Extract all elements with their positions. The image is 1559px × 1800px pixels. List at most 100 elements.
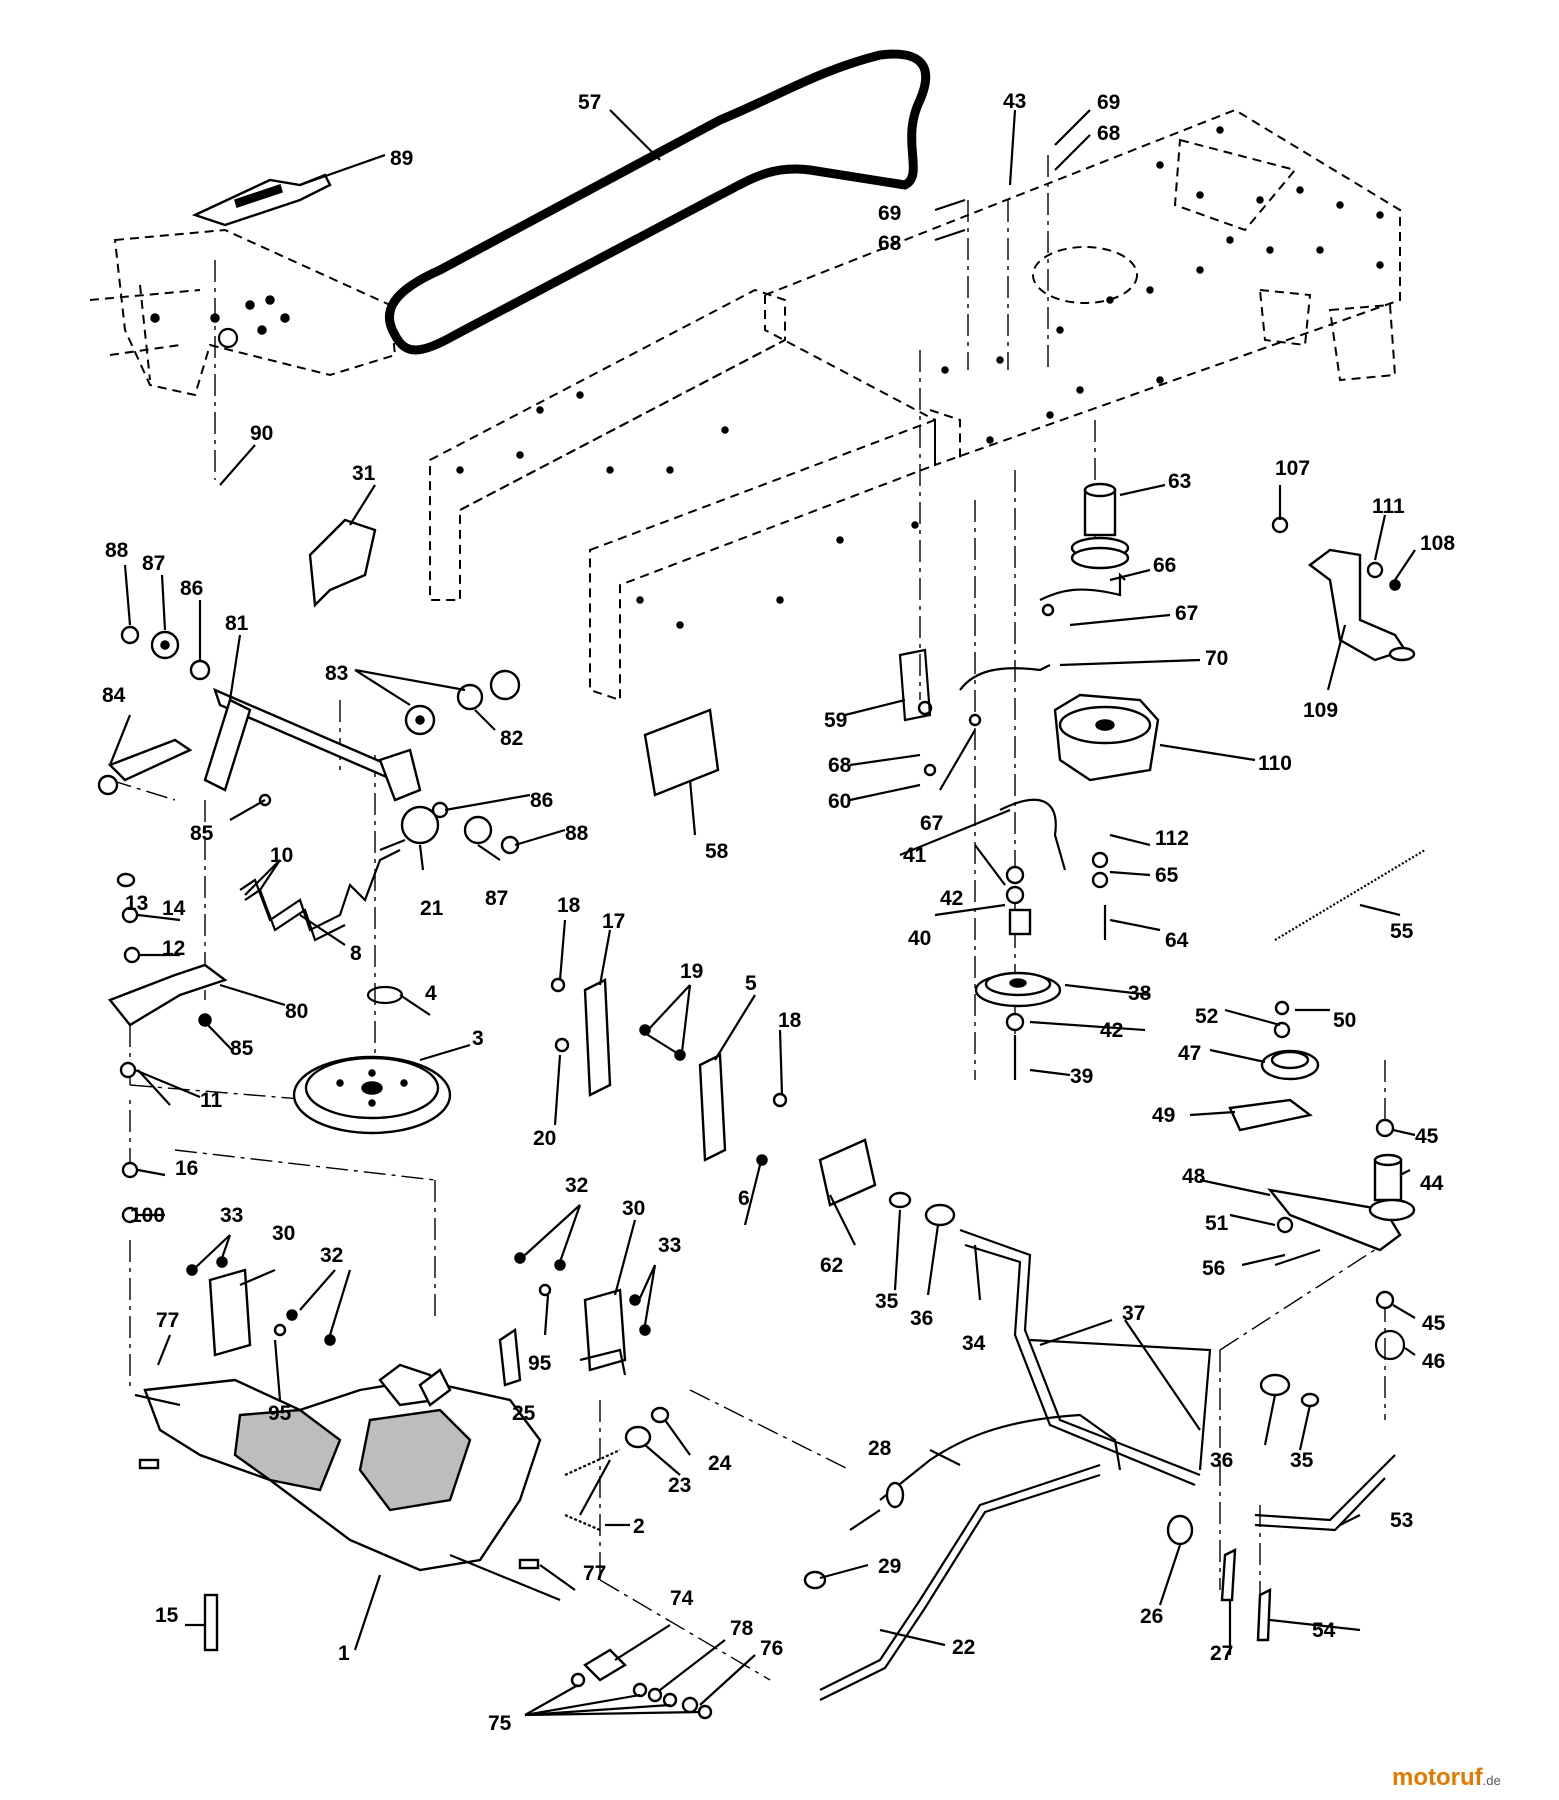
brake-linkage	[97, 625, 521, 855]
callout-35-right: 35	[1290, 1449, 1314, 1472]
callout-85-upper: 85	[190, 822, 214, 845]
callout-62: 62	[820, 1254, 843, 1277]
callout-87-right: 87	[485, 887, 508, 910]
callout-108: 108	[1420, 532, 1455, 555]
callout-32-left: 32	[320, 1244, 343, 1267]
pedal-shaft	[818, 1138, 1320, 1546]
callout-21: 21	[420, 897, 444, 920]
callout-100: 100	[130, 1204, 165, 1227]
callout-45-upper: 45	[1415, 1125, 1439, 1148]
bracket-31	[308, 518, 377, 608]
callout-13: 13	[125, 892, 148, 915]
callout-107: 107	[1275, 457, 1310, 480]
callout-77-upper: 77	[156, 1309, 179, 1332]
control-rods	[803, 1413, 1396, 1701]
drive-belt	[384, 49, 931, 355]
callout-58: 58	[705, 840, 729, 863]
callout-69-lower: 69	[878, 202, 901, 225]
callout-75: 75	[488, 1712, 512, 1735]
callout-111: 111	[1372, 495, 1405, 518]
callout-90: 90	[250, 422, 273, 445]
callout-67-lower: 67	[920, 812, 943, 835]
callout-80: 80	[285, 1000, 308, 1023]
callout-60: 60	[828, 790, 851, 813]
callout-82: 82	[500, 727, 523, 750]
callout-95-right: 95	[528, 1352, 552, 1375]
callout-12: 12	[162, 937, 185, 960]
callout-45-lower: 45	[1422, 1312, 1446, 1335]
callout-59: 59	[824, 709, 847, 732]
watermark: motoruf.de	[1392, 1764, 1501, 1791]
callout-69-upper: 69	[1097, 91, 1120, 114]
callout-31: 31	[352, 462, 376, 485]
idler-arm	[1228, 1000, 1416, 1361]
callout-77-lower: 77	[583, 1562, 606, 1585]
callout-10: 10	[270, 844, 293, 867]
callout-68-upper: 68	[1097, 122, 1121, 145]
callout-33-left: 33	[220, 1204, 243, 1227]
callout-87-left: 87	[142, 552, 165, 575]
callout-22: 22	[952, 1636, 975, 1659]
callout-42-lower: 42	[1100, 1019, 1123, 1042]
callout-70: 70	[1205, 647, 1228, 670]
callout-50: 50	[1333, 1009, 1356, 1032]
callout-74: 74	[670, 1587, 694, 1610]
callout-5: 5	[745, 972, 757, 995]
callout-89: 89	[390, 147, 413, 170]
callout-44: 44	[1420, 1172, 1444, 1195]
callout-86-left: 86	[180, 577, 203, 600]
watermark-suffix: .de	[1483, 1773, 1501, 1788]
callout-34: 34	[962, 1332, 986, 1355]
callout-33-right: 33	[658, 1234, 681, 1257]
callout-88-left: 88	[105, 539, 129, 562]
callout-18-left: 18	[557, 894, 581, 917]
callout-88-right: 88	[565, 822, 589, 845]
callout-2: 2	[633, 1515, 645, 1538]
callout-40: 40	[908, 927, 931, 950]
callout-66: 66	[1153, 554, 1176, 577]
callout-11: 11	[200, 1089, 223, 1112]
watermark-brand: motoruf	[1392, 1764, 1484, 1791]
callout-54: 54	[1312, 1619, 1336, 1642]
callout-112: 112	[1155, 827, 1189, 850]
callout-16: 16	[175, 1157, 198, 1180]
callout-25: 25	[512, 1402, 536, 1425]
callout-67-upper: 67	[1175, 602, 1198, 625]
callout-43: 43	[1003, 90, 1026, 113]
callout-109: 109	[1303, 699, 1338, 722]
callout-23: 23	[668, 1474, 691, 1497]
callout-76: 76	[760, 1637, 783, 1660]
mounting-brackets	[550, 977, 788, 1166]
svg-text:motoruf.de: motoruf.de	[1392, 1764, 1501, 1791]
callout-83: 83	[325, 662, 348, 685]
callout-26: 26	[1140, 1605, 1163, 1628]
transaxle-brackets	[121, 1161, 651, 1376]
axle-spacers	[570, 1648, 713, 1720]
callout-56: 56	[1202, 1257, 1225, 1280]
callout-1: 1	[338, 1642, 350, 1665]
callout-labels: 57 89 43 69 68 69 68 90 31 63 107 111 10…	[102, 90, 1455, 1735]
callout-19: 19	[680, 960, 703, 983]
callout-29: 29	[878, 1555, 901, 1578]
callout-6: 6	[738, 1187, 750, 1210]
tension-spring	[1274, 849, 1426, 941]
bracket-58	[643, 708, 720, 797]
callout-4: 4	[425, 982, 437, 1005]
callout-68-mid: 68	[828, 754, 852, 777]
fender-bracket	[191, 173, 332, 227]
callout-51: 51	[1205, 1212, 1229, 1235]
springs-spacers	[564, 1406, 670, 1532]
callout-68-lower: 68	[878, 232, 902, 255]
callout-42-upper: 42	[940, 887, 963, 910]
callout-85-lower: 85	[230, 1037, 254, 1060]
shift-lever	[239, 805, 440, 942]
callout-55: 55	[1390, 920, 1414, 943]
callout-47: 47	[1178, 1042, 1201, 1065]
callout-57: 57	[578, 91, 601, 114]
callout-64: 64	[1165, 929, 1189, 952]
clutch-assembly	[898, 482, 1160, 1080]
callout-30-right: 30	[622, 1197, 645, 1220]
callout-20: 20	[533, 1127, 556, 1150]
